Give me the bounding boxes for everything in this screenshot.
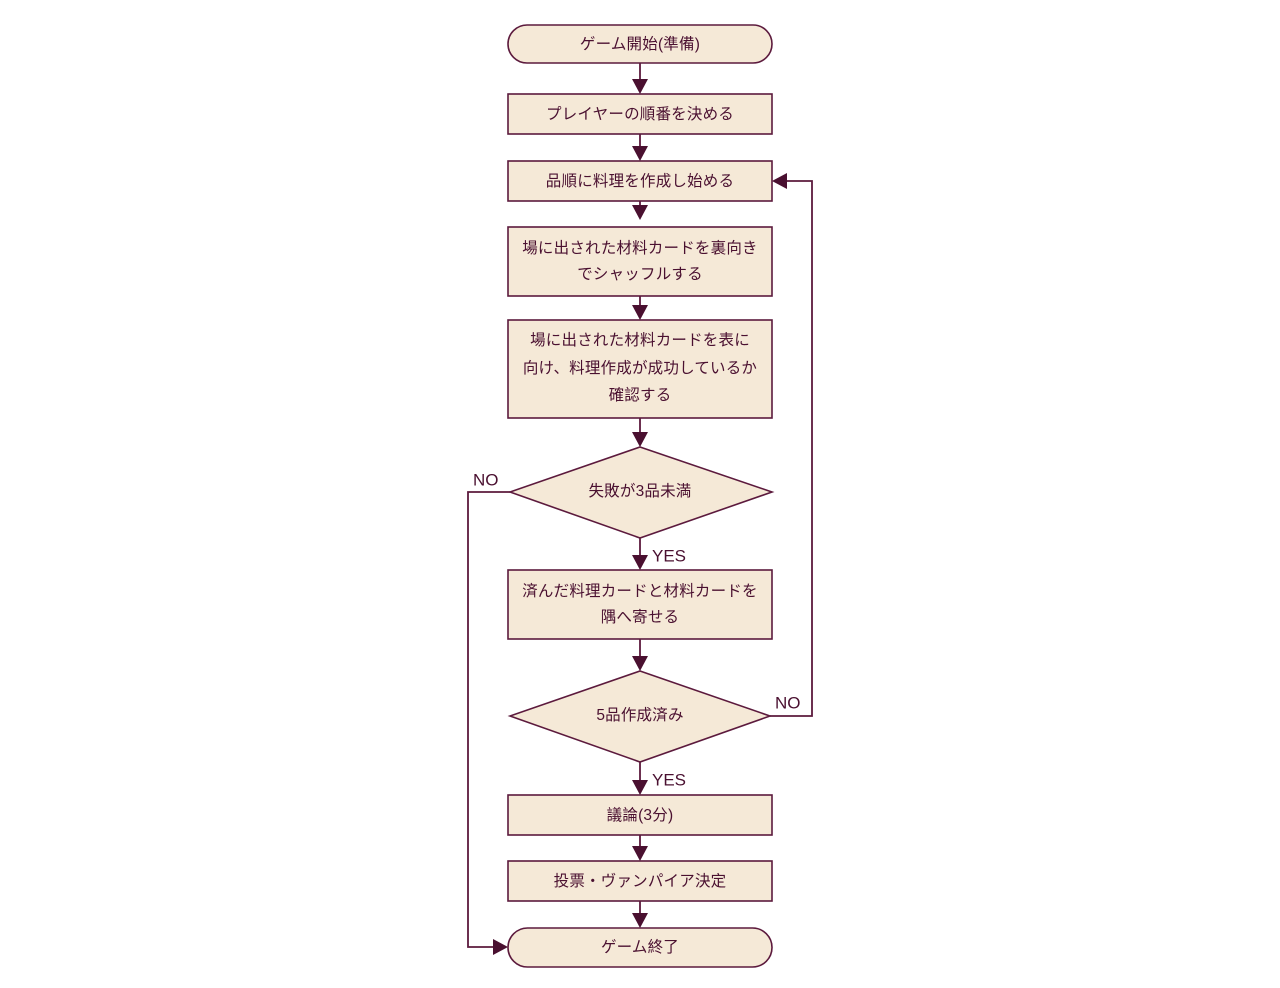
node-shape-process <box>507 794 773 836</box>
node-shape-process <box>507 569 773 640</box>
node-label-cook: 品順に料理を作成し始める <box>546 172 734 190</box>
node-start[interactable]: ゲーム開始(準備) <box>507 24 773 64</box>
node-five-check[interactable]: 5品作成済み <box>507 670 773 763</box>
node-label-order: プレイヤーの順番を決める <box>546 105 734 123</box>
node-fail-check[interactable]: 失敗が3品未満 <box>507 446 775 539</box>
arrow-head-icon <box>632 780 648 795</box>
arrow-head-icon <box>632 305 648 320</box>
edge-shuffle-to-reveal <box>632 296 648 320</box>
node-shape-decision <box>507 446 775 539</box>
edge-reveal-to-fail-check <box>632 418 648 447</box>
node-label-discussion: 議論(3分) <box>607 806 674 824</box>
node-layer: ゲーム開始(準備) プレイヤーの順番を決める 品順に料理を作成し始める 場に出さ… <box>507 24 775 968</box>
node-shape-process <box>507 860 773 902</box>
edge-line <box>467 491 510 948</box>
node-shape-process <box>507 93 773 135</box>
node-shape-process <box>507 160 773 202</box>
node-shape-terminator <box>507 927 773 968</box>
node-label-vote: 投票・ヴァンパイア決定 <box>554 872 727 890</box>
node-label-end: ゲーム終了 <box>601 938 679 956</box>
node-order[interactable]: プレイヤーの順番を決める <box>507 93 773 135</box>
arrow-head-icon <box>632 205 648 220</box>
node-end[interactable]: ゲーム終了 <box>507 927 773 968</box>
node-label-clear-cards-line1: 済んだ料理カードと材料カードを <box>522 582 758 600</box>
node-shuffle[interactable]: 場に出された材料カードを裏向き でシャッフルする <box>507 226 773 297</box>
arrow-head-icon <box>632 79 648 94</box>
edge-five-check-yes-to-discussion: YES <box>632 762 686 795</box>
node-label-start: ゲーム開始(準備) <box>580 35 700 53</box>
edge-discussion-to-vote <box>632 835 648 861</box>
edge-line <box>770 180 813 717</box>
edge-start-to-order <box>632 63 648 94</box>
node-label-clear-cards-line2: 隅へ寄せる <box>601 608 680 626</box>
node-label-shuffle-line2: でシャッフルする <box>577 265 703 283</box>
edge-clear-cards-to-five-check <box>632 639 648 671</box>
edge-order-to-cook <box>632 134 648 161</box>
arrow-head-icon <box>632 656 648 671</box>
node-vote[interactable]: 投票・ヴァンパイア決定 <box>507 860 773 902</box>
node-label-reveal-line3: 確認する <box>609 386 672 404</box>
edge-label-five-check-yes: YES <box>652 770 686 789</box>
node-shape-decision <box>507 670 773 763</box>
node-shape-process <box>507 226 773 297</box>
node-label-five-check: 5品作成済み <box>596 706 683 724</box>
edge-fail-check-no-to-end: NO <box>467 470 510 955</box>
arrow-head-icon <box>632 846 648 861</box>
edge-five-check-no-to-cook: NO <box>770 173 813 717</box>
arrow-head-icon <box>632 913 648 928</box>
node-label-shuffle-line1: 場に出された材料カードを裏向き <box>522 238 758 257</box>
edge-vote-to-end <box>632 901 648 928</box>
node-shape-terminator <box>507 24 773 64</box>
node-label-fail-check: 失敗が3品未満 <box>588 482 691 500</box>
arrow-head-icon <box>632 432 648 447</box>
edge-layer: YES NO YES NO <box>467 63 813 955</box>
edge-label-fail-check-yes: YES <box>652 546 686 565</box>
edge-cook-to-shuffle <box>632 201 648 220</box>
arrow-head-icon <box>632 555 648 570</box>
edge-fail-check-yes-to-clear-cards: YES <box>632 538 686 570</box>
arrow-head-icon <box>772 173 787 189</box>
node-shape-process <box>507 319 773 419</box>
node-discussion[interactable]: 議論(3分) <box>507 794 773 836</box>
arrow-head-icon <box>493 939 508 955</box>
node-reveal[interactable]: 場に出された材料カードを表に 向け、料理作成が成功しているか 確認する <box>507 319 773 419</box>
node-label-reveal-line1: 場に出された材料カードを表に <box>530 331 750 349</box>
node-clear-cards[interactable]: 済んだ料理カードと材料カードを 隅へ寄せる <box>507 569 773 640</box>
node-cook[interactable]: 品順に料理を作成し始める <box>507 160 773 202</box>
node-label-reveal-line2: 向け、料理作成が成功しているか <box>523 359 757 377</box>
edge-label-fail-check-no: NO <box>473 470 499 489</box>
edge-label-five-check-no: NO <box>775 693 801 712</box>
arrow-head-icon <box>632 146 648 161</box>
